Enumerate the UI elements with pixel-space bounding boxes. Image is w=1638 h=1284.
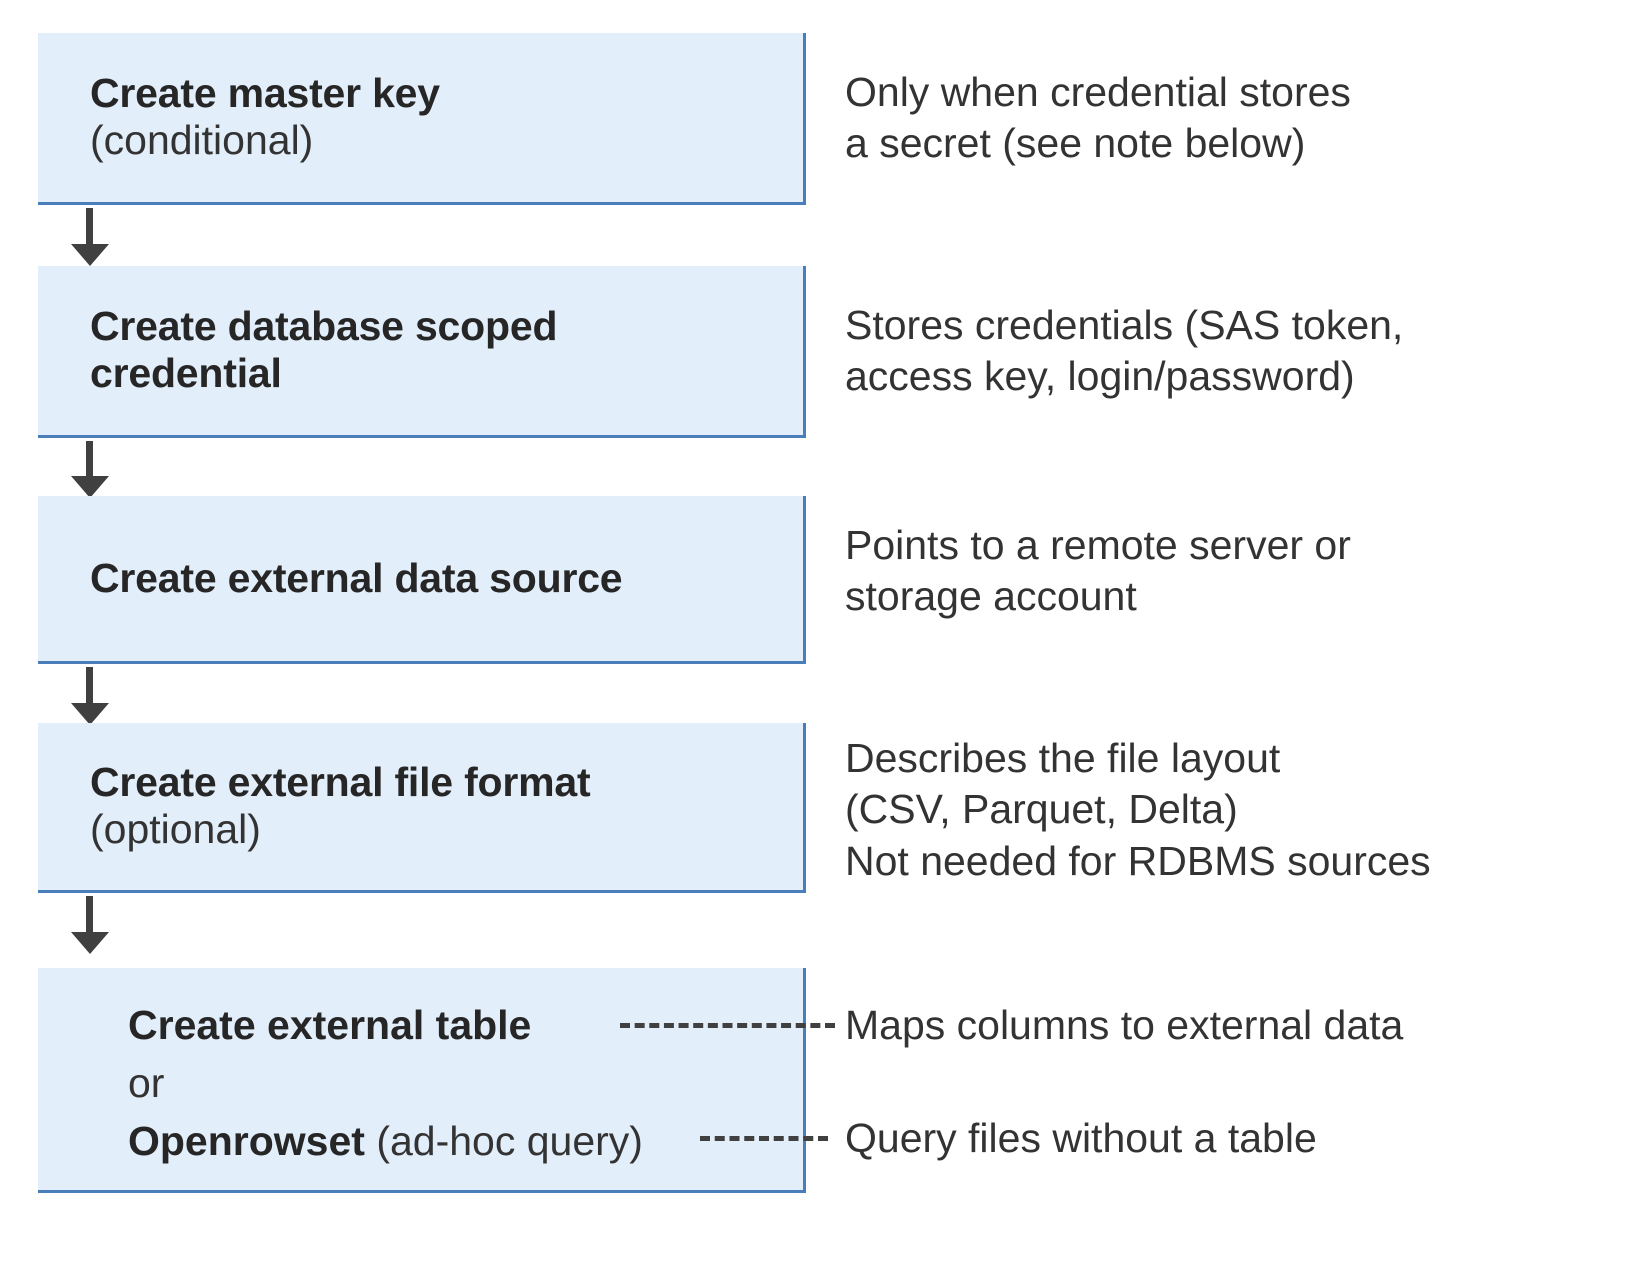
- flow-arrow-2: [86, 441, 93, 478]
- step-note-create-database-scoped-credential: Stores credentials (SAS token, access ke…: [845, 302, 1404, 400]
- step-box-create-external-table-or-openrowset[interactable]: Create external table or Openrowset (ad-…: [38, 968, 806, 1193]
- step-box-content: Create database scoped credential: [90, 303, 789, 399]
- final-step-line-create-external-table: Create external table: [128, 996, 643, 1054]
- step-note-create-external-data-source: Points to a remote server or storage acc…: [845, 522, 1351, 620]
- final-step-label-create-external-table: Create external table: [128, 1002, 532, 1048]
- dashed-connector-openrowset: [700, 1136, 828, 1141]
- step-title: Create external data source: [90, 554, 623, 601]
- final-step-line-or: or: [128, 1060, 165, 1107]
- step-box-create-master-key[interactable]: Create master key (conditional): [38, 33, 806, 205]
- step-box-content: Create external file format (optional): [90, 759, 789, 855]
- final-step-openrowset-qualifier: (ad-hoc query): [364, 1118, 643, 1165]
- step-note-create-external-file-format: Describes the file layout (CSV, Parquet,…: [845, 735, 1431, 884]
- step-box-content: Create external table or Openrowset (ad-…: [128, 996, 643, 1171]
- step-title: Create database scoped credential: [90, 302, 558, 397]
- flow-arrow-1: [86, 208, 93, 246]
- step-box-create-external-file-format[interactable]: Create external file format (optional): [38, 723, 806, 893]
- step-box-create-external-data-source[interactable]: Create external data source: [38, 496, 806, 664]
- step-subtitle: (conditional): [90, 117, 314, 164]
- final-step-note-external-table: Maps columns to external data: [845, 1002, 1404, 1048]
- step-box-create-database-scoped-credential[interactable]: Create database scoped credential: [38, 266, 806, 438]
- final-step-line-openrowset: Openrowset (ad-hoc query): [128, 1112, 643, 1170]
- final-step-note-openrowset: Query files without a table: [845, 1115, 1317, 1161]
- dashed-connector-external-table: [620, 1023, 835, 1028]
- final-step-label-openrowset: Openrowset: [128, 1118, 365, 1165]
- step-box-content: Create master key (conditional): [90, 70, 789, 166]
- step-note-create-master-key: Only when credential stores a secret (se…: [845, 69, 1351, 167]
- step-box-content: Create external data source: [90, 555, 789, 603]
- step-title: Create master key: [90, 69, 440, 116]
- flow-arrow-3: [86, 667, 93, 705]
- step-subtitle: (optional): [90, 806, 261, 853]
- step-title: Create external file format: [90, 758, 591, 805]
- flow-arrow-4: [86, 896, 93, 934]
